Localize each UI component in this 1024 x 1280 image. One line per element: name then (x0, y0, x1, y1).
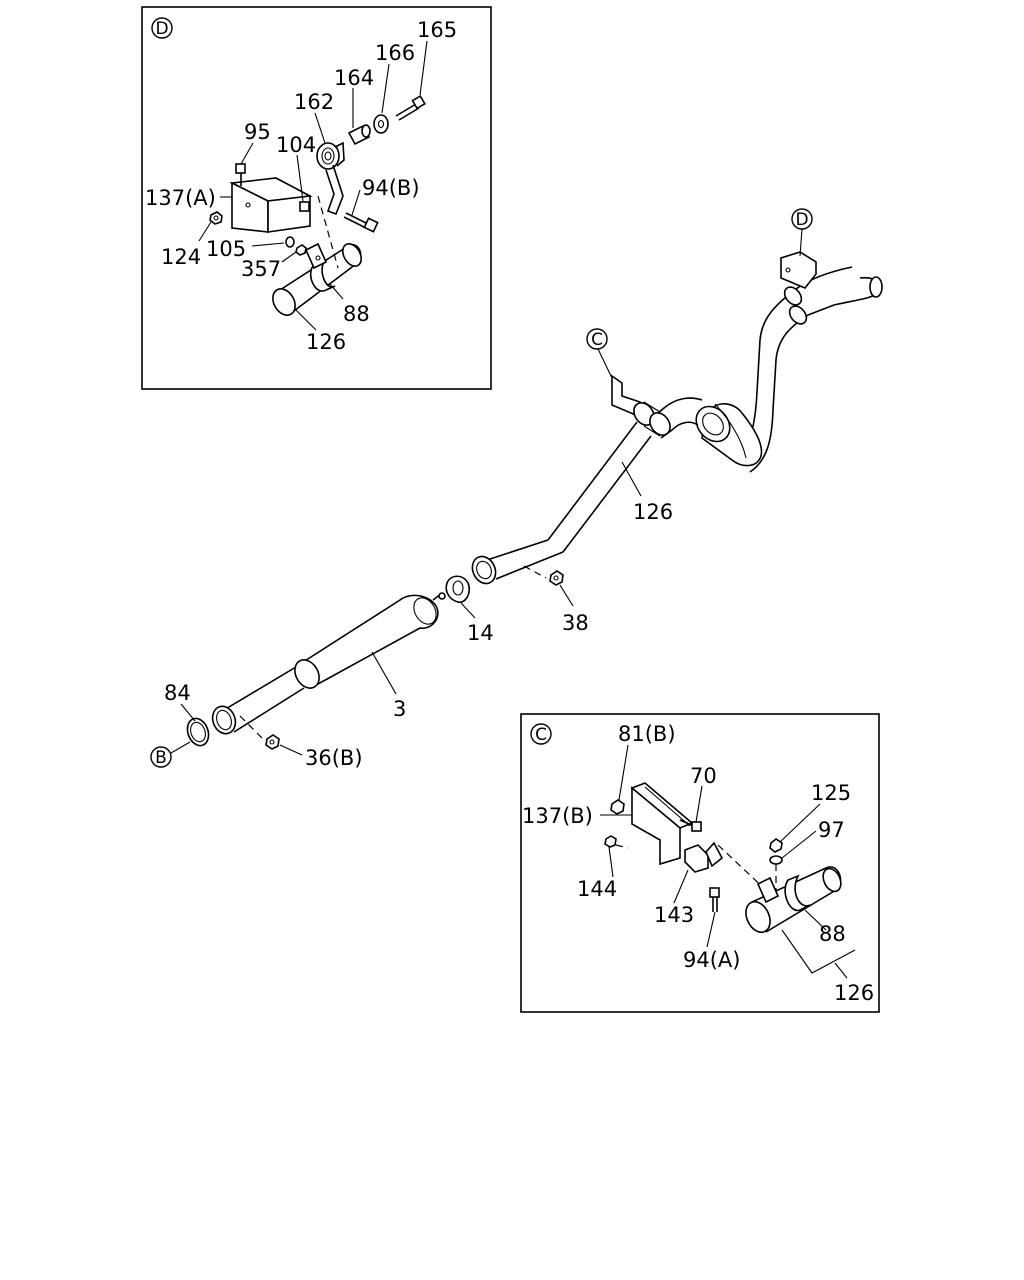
stud-line-38 (523, 565, 547, 579)
label-88-detail-c: 88 (819, 922, 846, 946)
leaders-main (180, 461, 642, 756)
hanger-143 (684, 841, 724, 873)
nut-125 (769, 838, 783, 853)
clamp-88-detail-c (756, 874, 811, 912)
label-3: 3 (393, 697, 406, 721)
rubber-mount-162 (316, 141, 345, 170)
main-exhaust-assembly: D C B 126 38 14 3 84 36(B) (150, 208, 883, 770)
clamp-main-d (780, 251, 817, 325)
muffler-3 (211, 592, 446, 735)
nut-81b (610, 799, 625, 815)
bolt-94a (709, 887, 720, 912)
detail-d-panel: D (141, 6, 492, 390)
label-126-detail-c: 126 (834, 981, 874, 1005)
bolt-165 (395, 94, 426, 121)
hanger-strap (325, 164, 344, 216)
label-124: 124 (161, 245, 201, 269)
leaders-detail-c (600, 744, 856, 979)
label-94b: 94(B) (362, 176, 420, 200)
label-38: 38 (562, 611, 589, 635)
label-81b: 81(B) (618, 722, 676, 746)
label-137a: 137(A) (145, 186, 216, 210)
label-94a: 94(A) (683, 948, 740, 972)
label-166: 166 (375, 41, 415, 65)
washer-166 (373, 114, 389, 134)
label-88: 88 (343, 302, 370, 326)
nut-36b (265, 734, 280, 750)
label-164: 164 (334, 66, 374, 90)
nut-38 (549, 570, 564, 586)
bracket-137a (229, 177, 313, 233)
main-callout-c-circle (586, 328, 608, 350)
detail-d-callout: D (155, 19, 168, 39)
nut-104 (299, 201, 310, 212)
label-95: 95 (244, 120, 271, 144)
label-105: 105 (206, 237, 246, 261)
exhaust-pipe-126 (471, 266, 883, 585)
main-callout-c: C (591, 330, 603, 350)
detail-d-callout-circle (151, 17, 173, 39)
label-126-detail-d: 126 (306, 330, 346, 354)
bolt-94b (343, 212, 379, 233)
detail-c-callout-circle (530, 723, 552, 745)
main-callout-d: D (795, 210, 808, 230)
label-36b: 36(B) (305, 746, 363, 770)
collar-164 (347, 124, 371, 146)
label-162: 162 (294, 90, 334, 114)
label-125: 125 (811, 781, 851, 805)
nut-124 (209, 211, 223, 225)
washer-105 (285, 236, 295, 248)
main-callout-b-circle (150, 746, 172, 768)
detail-c-frame (520, 713, 880, 1013)
stud-line-36b (239, 715, 265, 741)
bolt-95 (235, 163, 246, 186)
label-143: 143 (654, 903, 694, 927)
bracket-137b (630, 782, 694, 866)
stud-line-144 (615, 844, 629, 849)
label-144: 144 (577, 877, 617, 901)
main-callout-b: B (155, 748, 167, 768)
detail-c-callout: C (535, 725, 547, 745)
label-137b: 137(B) (522, 804, 593, 828)
label-84: 84 (164, 681, 191, 705)
nut-357 (295, 244, 307, 256)
label-97: 97 (818, 818, 845, 842)
gasket-14 (445, 575, 471, 603)
label-14: 14 (467, 621, 494, 645)
clamp-88-detail-d (304, 242, 336, 292)
washer-97 (769, 855, 783, 865)
nut-144 (604, 835, 617, 848)
detail-d-frame (141, 6, 492, 390)
bolt-line-d (317, 195, 339, 269)
label-70: 70 (690, 764, 717, 788)
label-165: 165 (417, 18, 457, 42)
label-126-main: 126 (633, 500, 673, 524)
leaders-detail-d (198, 40, 428, 331)
detail-c-panel: C (520, 713, 880, 1013)
clamp-main-c (611, 374, 671, 437)
label-357: 357 (241, 257, 281, 281)
label-104: 104 (276, 133, 316, 157)
